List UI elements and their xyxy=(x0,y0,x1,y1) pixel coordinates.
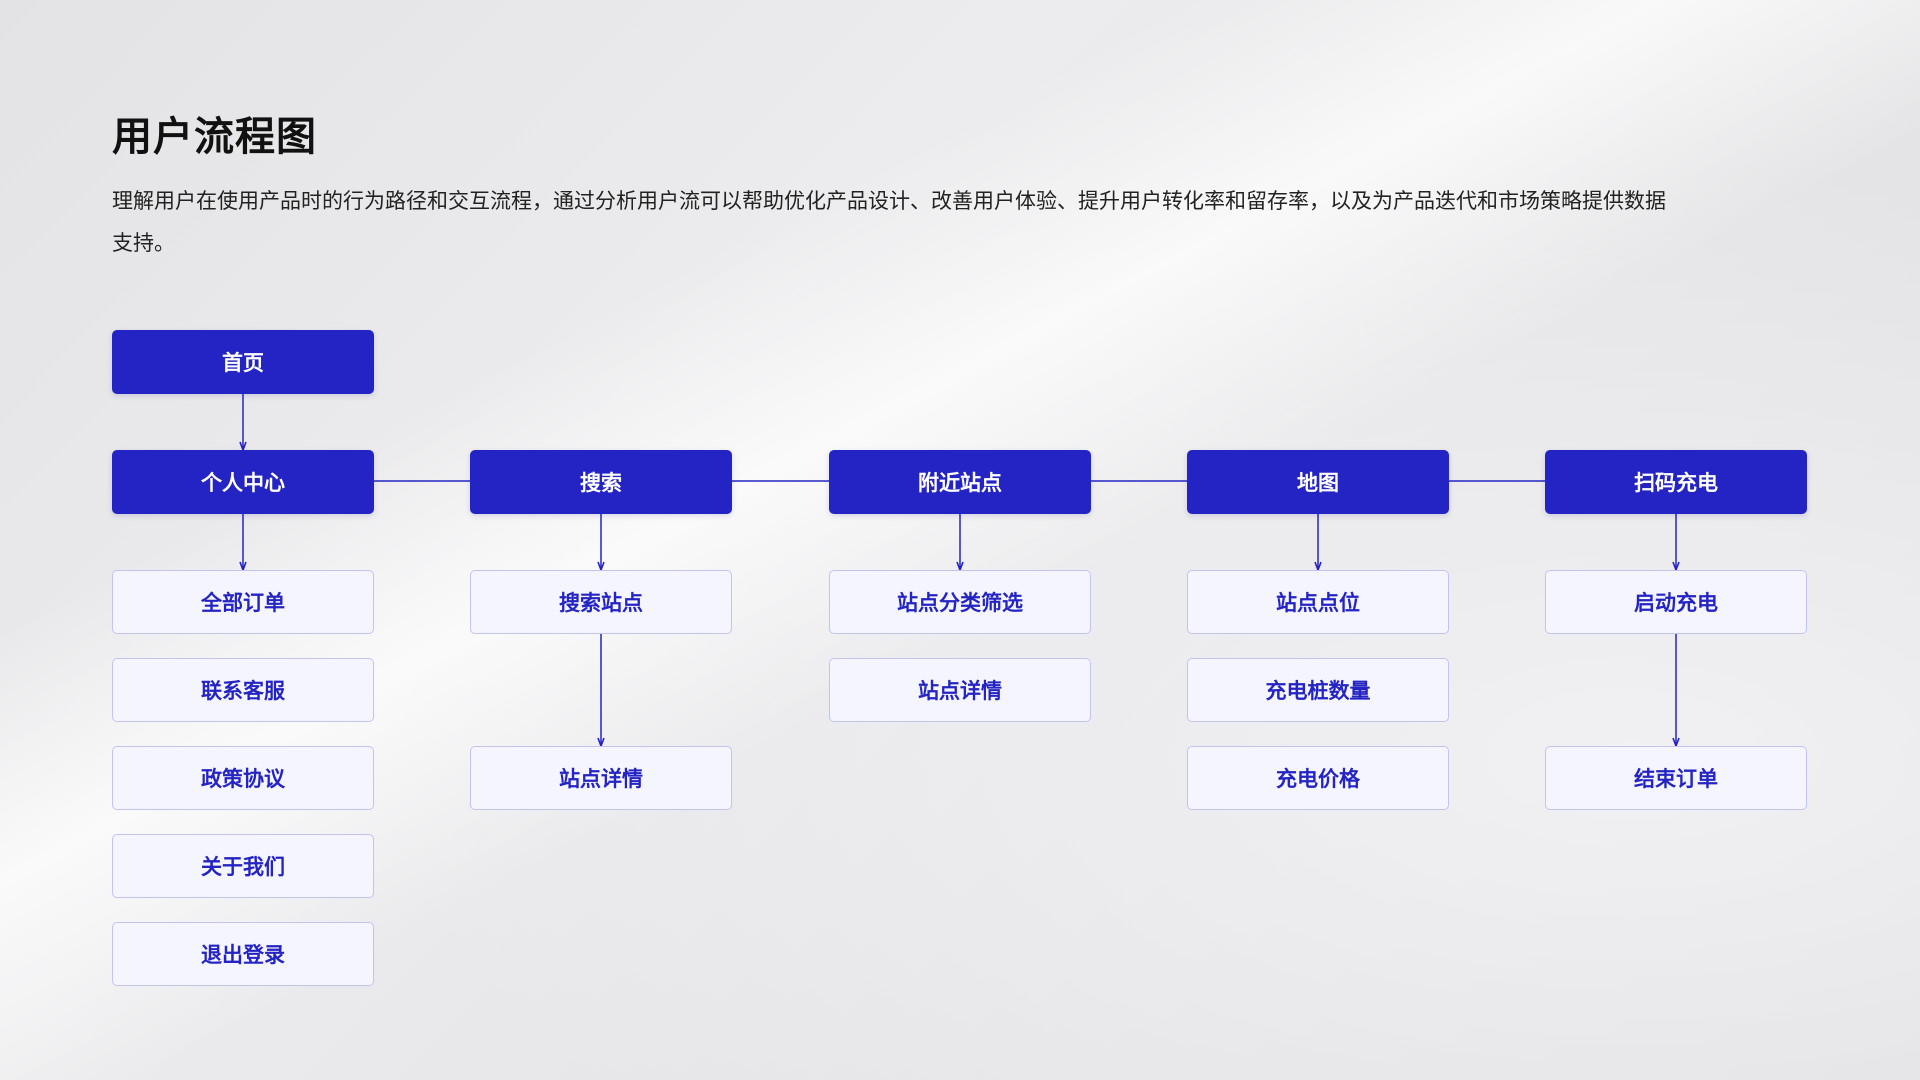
node-home: 首页 xyxy=(112,330,374,394)
node-contact-support: 联系客服 xyxy=(112,658,374,722)
node-nearby-station-detail: 站点详情 xyxy=(829,658,1091,722)
node-scan-charge: 扫码充电 xyxy=(1545,450,1807,514)
node-station-points: 站点点位 xyxy=(1187,570,1449,634)
node-personal-center: 个人中心 xyxy=(112,450,374,514)
node-charge-price: 充电价格 xyxy=(1187,746,1449,810)
node-all-orders: 全部订单 xyxy=(112,570,374,634)
page-title: 用户流程图 xyxy=(112,114,317,160)
node-search-station-detail: 站点详情 xyxy=(470,746,732,810)
node-map: 地图 xyxy=(1187,450,1449,514)
node-start-charging: 启动充电 xyxy=(1545,570,1807,634)
node-charger-count: 充电桩数量 xyxy=(1187,658,1449,722)
node-about-us: 关于我们 xyxy=(112,834,374,898)
node-nearby-stations: 附近站点 xyxy=(829,450,1091,514)
node-policy: 政策协议 xyxy=(112,746,374,810)
node-search: 搜索 xyxy=(470,450,732,514)
node-logout: 退出登录 xyxy=(112,922,374,986)
page-description: 理解用户在使用产品时的行为路径和交互流程，通过分析用户流可以帮助优化产品设计、改… xyxy=(112,189,1666,255)
node-search-station: 搜索站点 xyxy=(470,570,732,634)
node-end-order: 结束订单 xyxy=(1545,746,1807,810)
node-station-filter: 站点分类筛选 xyxy=(829,570,1091,634)
